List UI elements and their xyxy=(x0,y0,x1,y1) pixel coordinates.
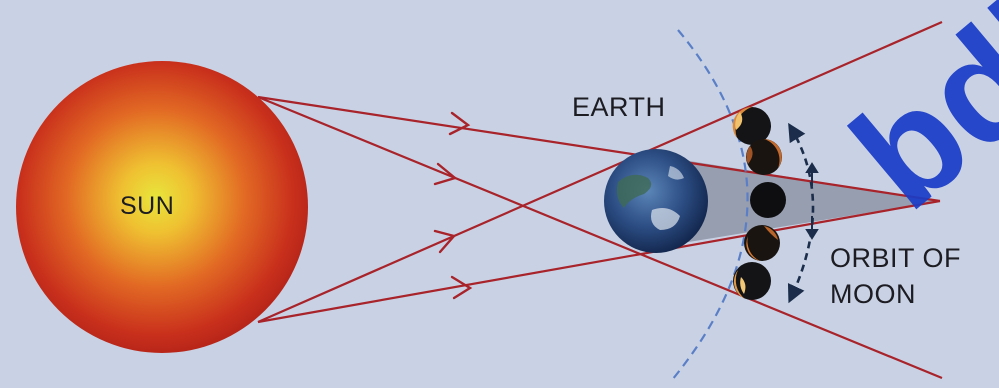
moon-phase-2 xyxy=(746,139,782,175)
earth-label: EARTH xyxy=(572,92,666,123)
earth xyxy=(604,149,708,253)
moon-orbit-label-line1: ORBIT OF xyxy=(830,240,961,276)
moon-phase-5 xyxy=(733,262,771,300)
ray-arrow-1 xyxy=(450,113,468,134)
moon-phase-4 xyxy=(744,225,780,261)
moon-phase-3-total xyxy=(750,182,786,218)
sun-label: SUN xyxy=(120,192,174,221)
ray-arrowheads xyxy=(435,113,470,298)
moon-orbit-label: ORBIT OF MOON xyxy=(830,240,961,312)
ray-arrow-3 xyxy=(435,231,454,252)
moon-orbit-label-line2: MOON xyxy=(830,276,961,312)
ray-upper-cross xyxy=(258,97,942,378)
